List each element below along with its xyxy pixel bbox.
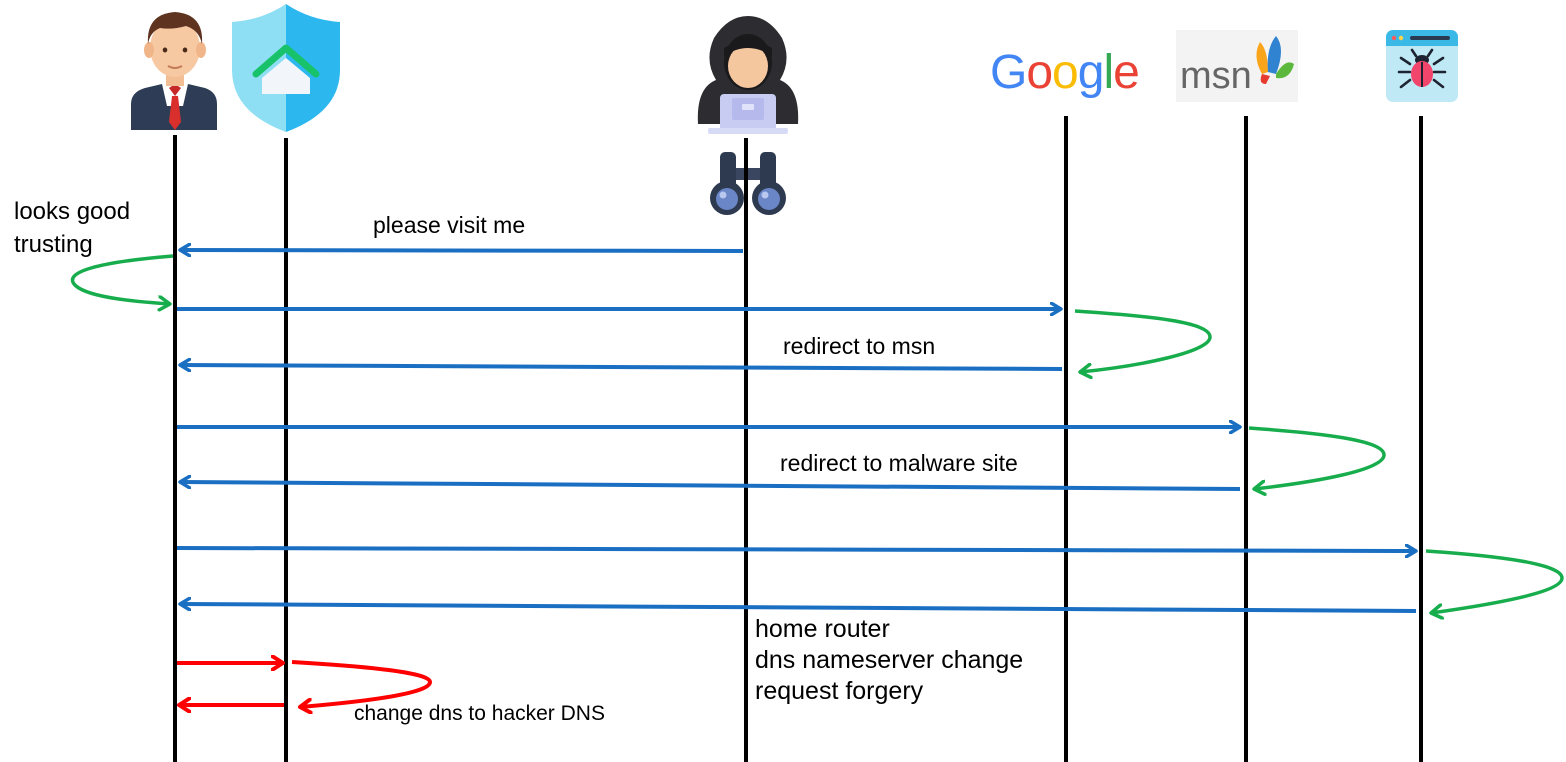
csrf-label-line2: dns nameserver change xyxy=(755,646,1023,674)
label-redirect-malware: redirect to malware site xyxy=(780,450,1018,476)
self-loop-user xyxy=(70,254,174,304)
csrf-label-line1: home router xyxy=(755,615,890,643)
messages xyxy=(176,250,1417,613)
self-loop-malware xyxy=(1425,549,1564,613)
message-hacker-to-user xyxy=(180,250,744,251)
label-change-dns: change dns to hacker DNS xyxy=(354,702,605,725)
message-google-to-user xyxy=(180,365,1063,369)
lifelines xyxy=(173,116,1423,762)
msn-logo-text: msn xyxy=(1180,55,1252,97)
label-please-visit: please visit me xyxy=(373,212,525,238)
label-redirect-msn: redirect to msn xyxy=(783,333,935,359)
home-shield-icon xyxy=(232,4,340,132)
csrf-label-line3: request forgery xyxy=(755,677,924,705)
self-loop-msn xyxy=(1248,426,1386,489)
google-logo: Google xyxy=(990,46,1139,99)
attack-router-self-loop xyxy=(291,660,433,707)
businessman-icon xyxy=(131,12,217,130)
message-msn-to-user xyxy=(180,482,1241,491)
hooded-hacker-icon xyxy=(697,16,799,134)
malware-bug-browser-icon xyxy=(1386,30,1458,102)
message-user-to-malware xyxy=(176,548,1416,551)
user-note-line2: trusting xyxy=(14,231,93,258)
message-malware-to-user xyxy=(180,604,1417,613)
self-loop-google xyxy=(1074,309,1212,372)
self-loops xyxy=(70,254,1564,613)
user-note-line1: looks good xyxy=(14,198,130,225)
msn-butterfly-logo: msn xyxy=(1176,30,1298,102)
attack-messages xyxy=(177,660,433,707)
